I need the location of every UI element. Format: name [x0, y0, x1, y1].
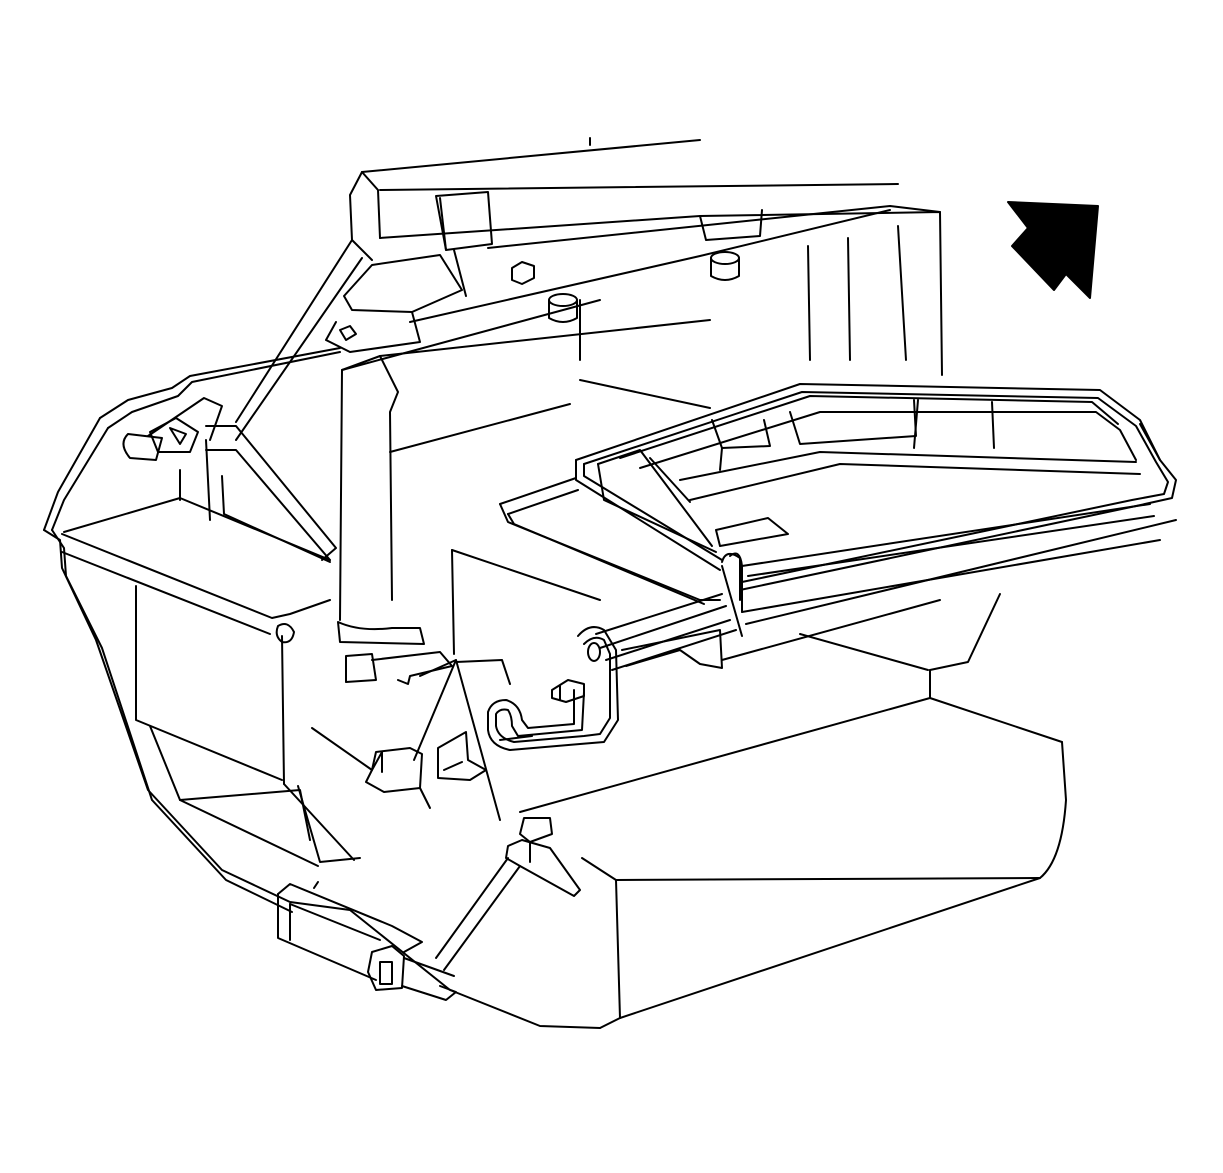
lower-housing-block: [519, 593, 1067, 1029]
mid-panel: [311, 549, 601, 821]
temperature-door-actuator-assembly: [499, 383, 1177, 637]
mounting-tab: [435, 817, 581, 971]
lower-outlet-duct: [277, 881, 457, 1001]
upper-bosses: [339, 251, 740, 341]
upper-duct: [349, 137, 943, 376]
door-link-rod: [487, 593, 737, 751]
side-pin-mount: [122, 397, 337, 563]
left-bracket: [235, 239, 467, 441]
direction-arrow-icon: [1007, 201, 1099, 299]
vertical-column: [337, 299, 711, 685]
hvac-module-housing: [43, 347, 601, 1029]
